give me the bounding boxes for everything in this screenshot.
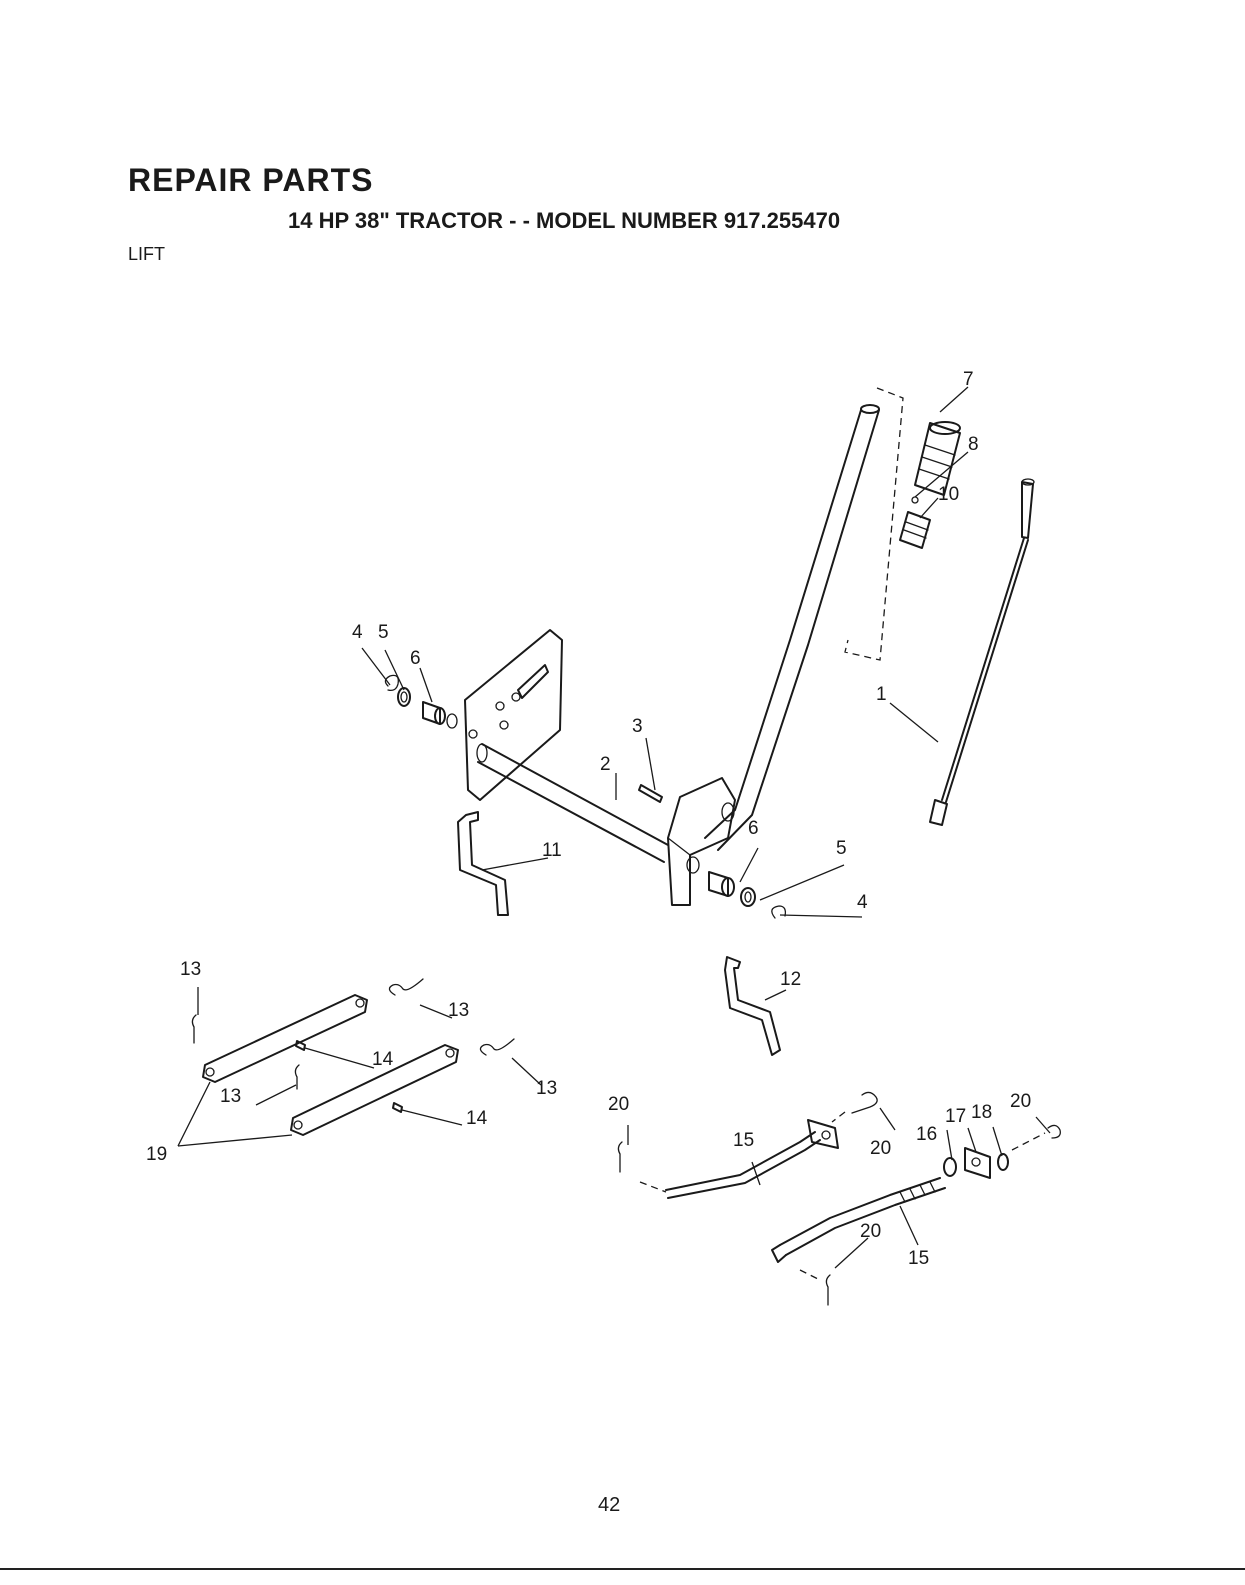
lift-shaft-part bbox=[477, 744, 668, 862]
callout-19: 19 bbox=[146, 1144, 167, 1165]
callout-6-right: 6 bbox=[748, 818, 759, 839]
callout-14-b: 14 bbox=[466, 1108, 488, 1129]
callout-20-d: 20 bbox=[860, 1221, 881, 1242]
callout-11: 11 bbox=[542, 840, 562, 861]
callout-4-left: 4 bbox=[352, 622, 363, 643]
hairpin-20a bbox=[618, 1142, 622, 1172]
callout-15-upper: 15 bbox=[733, 1130, 754, 1151]
clevis-pin-b bbox=[393, 1103, 402, 1112]
hairpin-13d bbox=[480, 1039, 514, 1055]
hairpin-20d bbox=[826, 1275, 830, 1305]
callout-18: 18 bbox=[971, 1102, 992, 1123]
callout-3: 3 bbox=[632, 716, 643, 737]
page-number: 42 bbox=[598, 1494, 620, 1517]
callout-13-b: 13 bbox=[448, 1000, 469, 1021]
callout-20-a: 20 bbox=[608, 1094, 629, 1115]
knob-insert-part bbox=[912, 497, 918, 503]
callout-20-b: 20 bbox=[870, 1138, 891, 1159]
callout-1: 1 bbox=[876, 684, 887, 705]
link-12-part bbox=[725, 957, 780, 1055]
lift-handle-part bbox=[668, 405, 879, 905]
right-hardware-set bbox=[687, 857, 785, 918]
adjuster-block-hardware bbox=[944, 1125, 1060, 1178]
callout-20-c: 20 bbox=[1010, 1091, 1031, 1112]
callout-13-d: 13 bbox=[536, 1078, 557, 1099]
hairpin-20b bbox=[852, 1092, 877, 1113]
callout-6-left: 6 bbox=[410, 648, 421, 669]
callout-14-a: 14 bbox=[372, 1049, 394, 1070]
callout-10: 10 bbox=[938, 484, 959, 505]
lift-rod-part bbox=[930, 479, 1034, 825]
callout-4-right: 4 bbox=[857, 892, 868, 913]
callout-labels: 7 8 10 1 4 5 6 3 2 11 6 5 4 12 13 13 14 … bbox=[146, 369, 1031, 1269]
clevis-pin-a bbox=[296, 1041, 305, 1050]
hairpin-13a bbox=[192, 1015, 196, 1043]
callout-15-lower: 15 bbox=[908, 1248, 929, 1269]
callout-8: 8 bbox=[968, 434, 979, 455]
link-11-part bbox=[458, 812, 508, 915]
callout-13-a: 13 bbox=[180, 959, 201, 980]
callout-12: 12 bbox=[780, 969, 801, 990]
callout-5-left: 5 bbox=[378, 622, 389, 643]
key-part bbox=[639, 785, 662, 802]
button-spring-part bbox=[900, 512, 930, 548]
hairpin-13b bbox=[389, 979, 423, 995]
callout-5-right: 5 bbox=[836, 838, 847, 859]
mounting-plate-part bbox=[465, 630, 562, 800]
callout-17: 17 bbox=[945, 1106, 966, 1127]
callout-7: 7 bbox=[963, 369, 974, 390]
callout-13-c: 13 bbox=[220, 1086, 241, 1107]
left-hardware-set bbox=[385, 675, 457, 728]
hairpin-20b-dash bbox=[832, 1112, 845, 1122]
callout-16: 16 bbox=[916, 1124, 937, 1145]
callout-2: 2 bbox=[600, 754, 611, 775]
bottom-rule bbox=[0, 1568, 1245, 1570]
